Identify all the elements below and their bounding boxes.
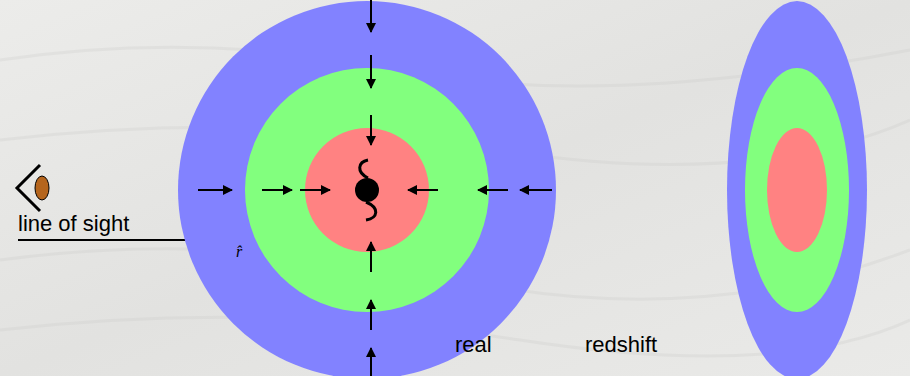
- panel-label: redshift: [585, 334, 657, 356]
- observer-eye: [17, 165, 49, 211]
- axis-label: line of sight: [18, 213, 129, 235]
- real-space-shells: [178, 1, 556, 376]
- unit-vector-label: r̂: [236, 244, 242, 260]
- infall-arrows: [198, 0, 552, 376]
- panel-label: real: [455, 334, 492, 356]
- redshift-space-shells: [727, 1, 867, 376]
- galaxy-symbol: [355, 160, 379, 220]
